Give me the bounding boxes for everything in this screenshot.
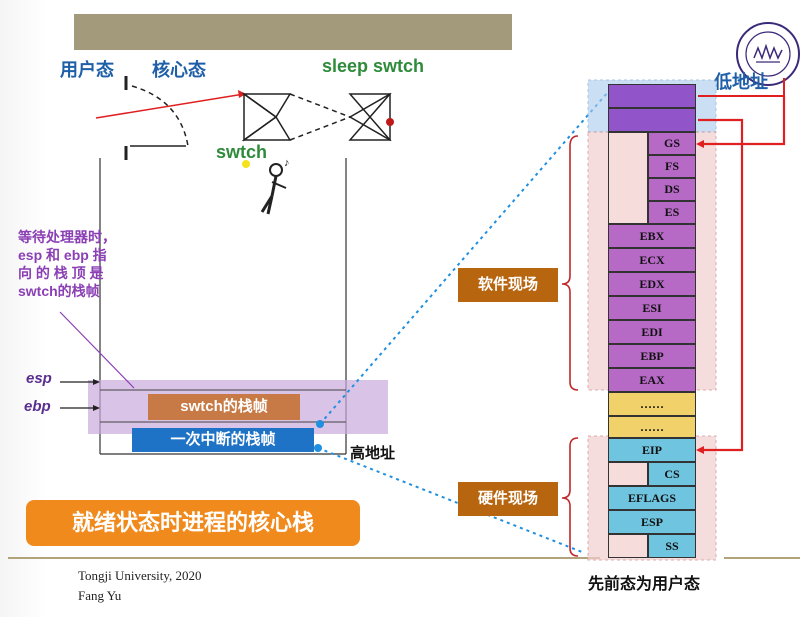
- interrupt-stack-frame: 一次中断的栈帧: [132, 428, 314, 452]
- stack-cell-filler: ……: [608, 416, 696, 438]
- swtch-stack-frame: swtch的栈帧: [148, 394, 300, 420]
- note-line: 等待处理器时，: [18, 229, 116, 245]
- note-line: esp 和 ebp 指: [18, 247, 107, 263]
- low-address-label: 低地址: [714, 72, 768, 92]
- stack-cell-ss: SS: [648, 534, 696, 558]
- stack-cell-eax: EAX: [608, 368, 696, 392]
- stack-cell-edi: EDI: [608, 320, 696, 344]
- previous-mode-caption: 先前态为用户态: [588, 576, 701, 593]
- stack-cell-ebx: EBX: [608, 224, 696, 248]
- footer-university: Tongji University, 2020: [78, 568, 202, 583]
- ready-state-kernel-stack-title: 就绪状态时进程的核心栈: [26, 500, 360, 546]
- stack-slot-top: [608, 84, 696, 108]
- user-mode-label: 用户态: [60, 60, 114, 80]
- svg-text:♪: ♪: [284, 157, 290, 169]
- stack-cell-ebp: EBP: [608, 344, 696, 368]
- stack-cell-cs: CS: [648, 462, 696, 486]
- stack-cell-gs: GS: [648, 132, 696, 155]
- stack-cell-esi: ESI: [608, 296, 696, 320]
- esp-ebp-note: 等待处理器时， esp 和 ebp 指 向 的 栈 顶 是 swtch的栈帧: [18, 228, 136, 300]
- kernel-mode-label: 核心态: [152, 60, 206, 80]
- stack-cell-ecx: ECX: [608, 248, 696, 272]
- stack-slot-top: [608, 108, 696, 132]
- note-line: 向 的 栈 顶 是: [18, 265, 104, 281]
- stack-cell-edx: EDX: [608, 272, 696, 296]
- tongji-university-logo: [734, 20, 802, 88]
- footer-author: Fang Yu: [78, 588, 122, 603]
- high-address-label: 高地址: [350, 445, 396, 462]
- sleep-swtch-label: sleep swtch: [322, 56, 425, 76]
- stack-cell-eip: EIP: [608, 438, 696, 462]
- ebp-register-label: ebp: [24, 398, 51, 415]
- stack-cell-esp: ESP: [608, 510, 696, 534]
- swtch-label: swtch: [216, 142, 268, 162]
- stack-cell-filler: ……: [608, 392, 696, 416]
- esp-register-label: esp: [26, 370, 52, 387]
- hardware-context-tag: 硬件现场: [458, 482, 558, 516]
- stack-gap: [608, 132, 648, 224]
- stack-gap: [608, 534, 648, 558]
- software-context-tag: 软件现场: [458, 268, 558, 302]
- stack-cell-eflags: EFLAGS: [608, 486, 696, 510]
- note-line: swtch的栈帧: [18, 283, 100, 299]
- title-bar: [74, 14, 512, 50]
- stack-gap: [608, 462, 648, 486]
- stack-cell-es: ES: [648, 201, 696, 224]
- stack-cell-ds: DS: [648, 178, 696, 201]
- stack-cell-fs: FS: [648, 155, 696, 178]
